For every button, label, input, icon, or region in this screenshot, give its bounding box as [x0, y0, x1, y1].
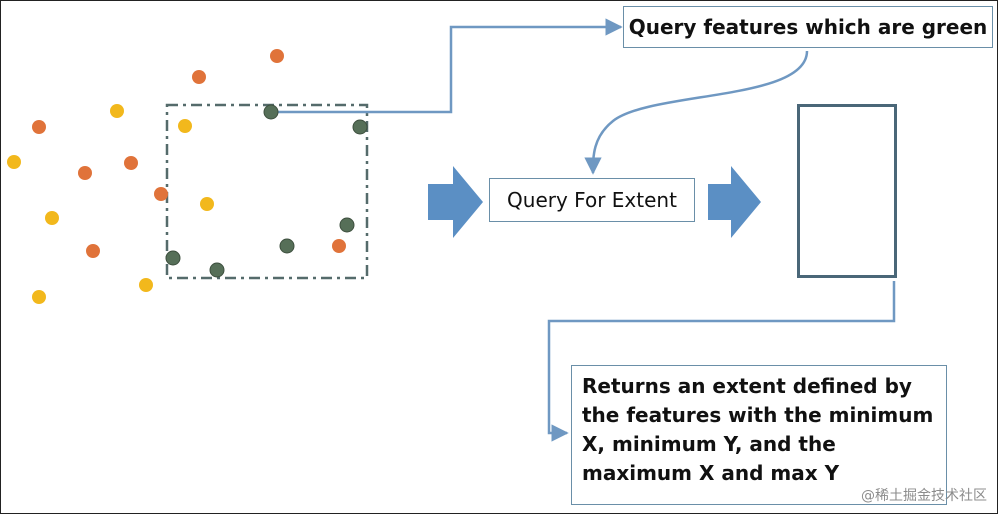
green-feature-point [165, 250, 181, 266]
yellow-feature-point [32, 290, 46, 304]
yellow-feature-point [110, 104, 124, 118]
orange-feature-point [124, 156, 138, 170]
query-extent-box: Query For Extent [489, 178, 695, 222]
query-green-box: Query features which are green [623, 6, 993, 48]
orange-feature-point [332, 239, 346, 253]
connector-to-returns [547, 281, 896, 442]
connector-curve-to-extent [584, 50, 809, 175]
returns-box: Returns an extent defined by the feature… [571, 365, 947, 505]
block-arrow-left [428, 166, 483, 238]
green-feature-point [263, 104, 279, 120]
orange-feature-point [192, 70, 206, 84]
yellow-feature-point [45, 211, 59, 225]
result-extent-box [797, 104, 897, 278]
green-feature-point [339, 217, 355, 233]
orange-feature-point [78, 166, 92, 180]
yellow-feature-point [178, 119, 192, 133]
green-feature-point [209, 262, 225, 278]
yellow-feature-point [7, 155, 21, 169]
orange-feature-point [86, 244, 100, 258]
connector-to-query-green [273, 18, 623, 114]
selection-rectangle [165, 103, 369, 280]
orange-feature-point [32, 120, 46, 134]
watermark: @稀土掘金技术社区 [861, 488, 987, 504]
yellow-feature-point [200, 197, 214, 211]
query-extent-label: Query For Extent [507, 188, 677, 212]
returns-line: X, minimum Y, and the [582, 432, 836, 456]
green-feature-point [352, 119, 368, 135]
returns-line: the features with the minimum [582, 403, 934, 427]
returns-line: maximum X and max Y [582, 461, 840, 485]
orange-feature-point [154, 187, 168, 201]
query-green-label: Query features which are green [628, 15, 988, 39]
yellow-feature-point [139, 278, 153, 292]
points-layer [7, 49, 368, 304]
block-arrow-right [708, 166, 761, 238]
returns-line: Returns an extent defined by [582, 374, 912, 398]
green-feature-point [279, 238, 295, 254]
orange-feature-point [270, 49, 284, 63]
